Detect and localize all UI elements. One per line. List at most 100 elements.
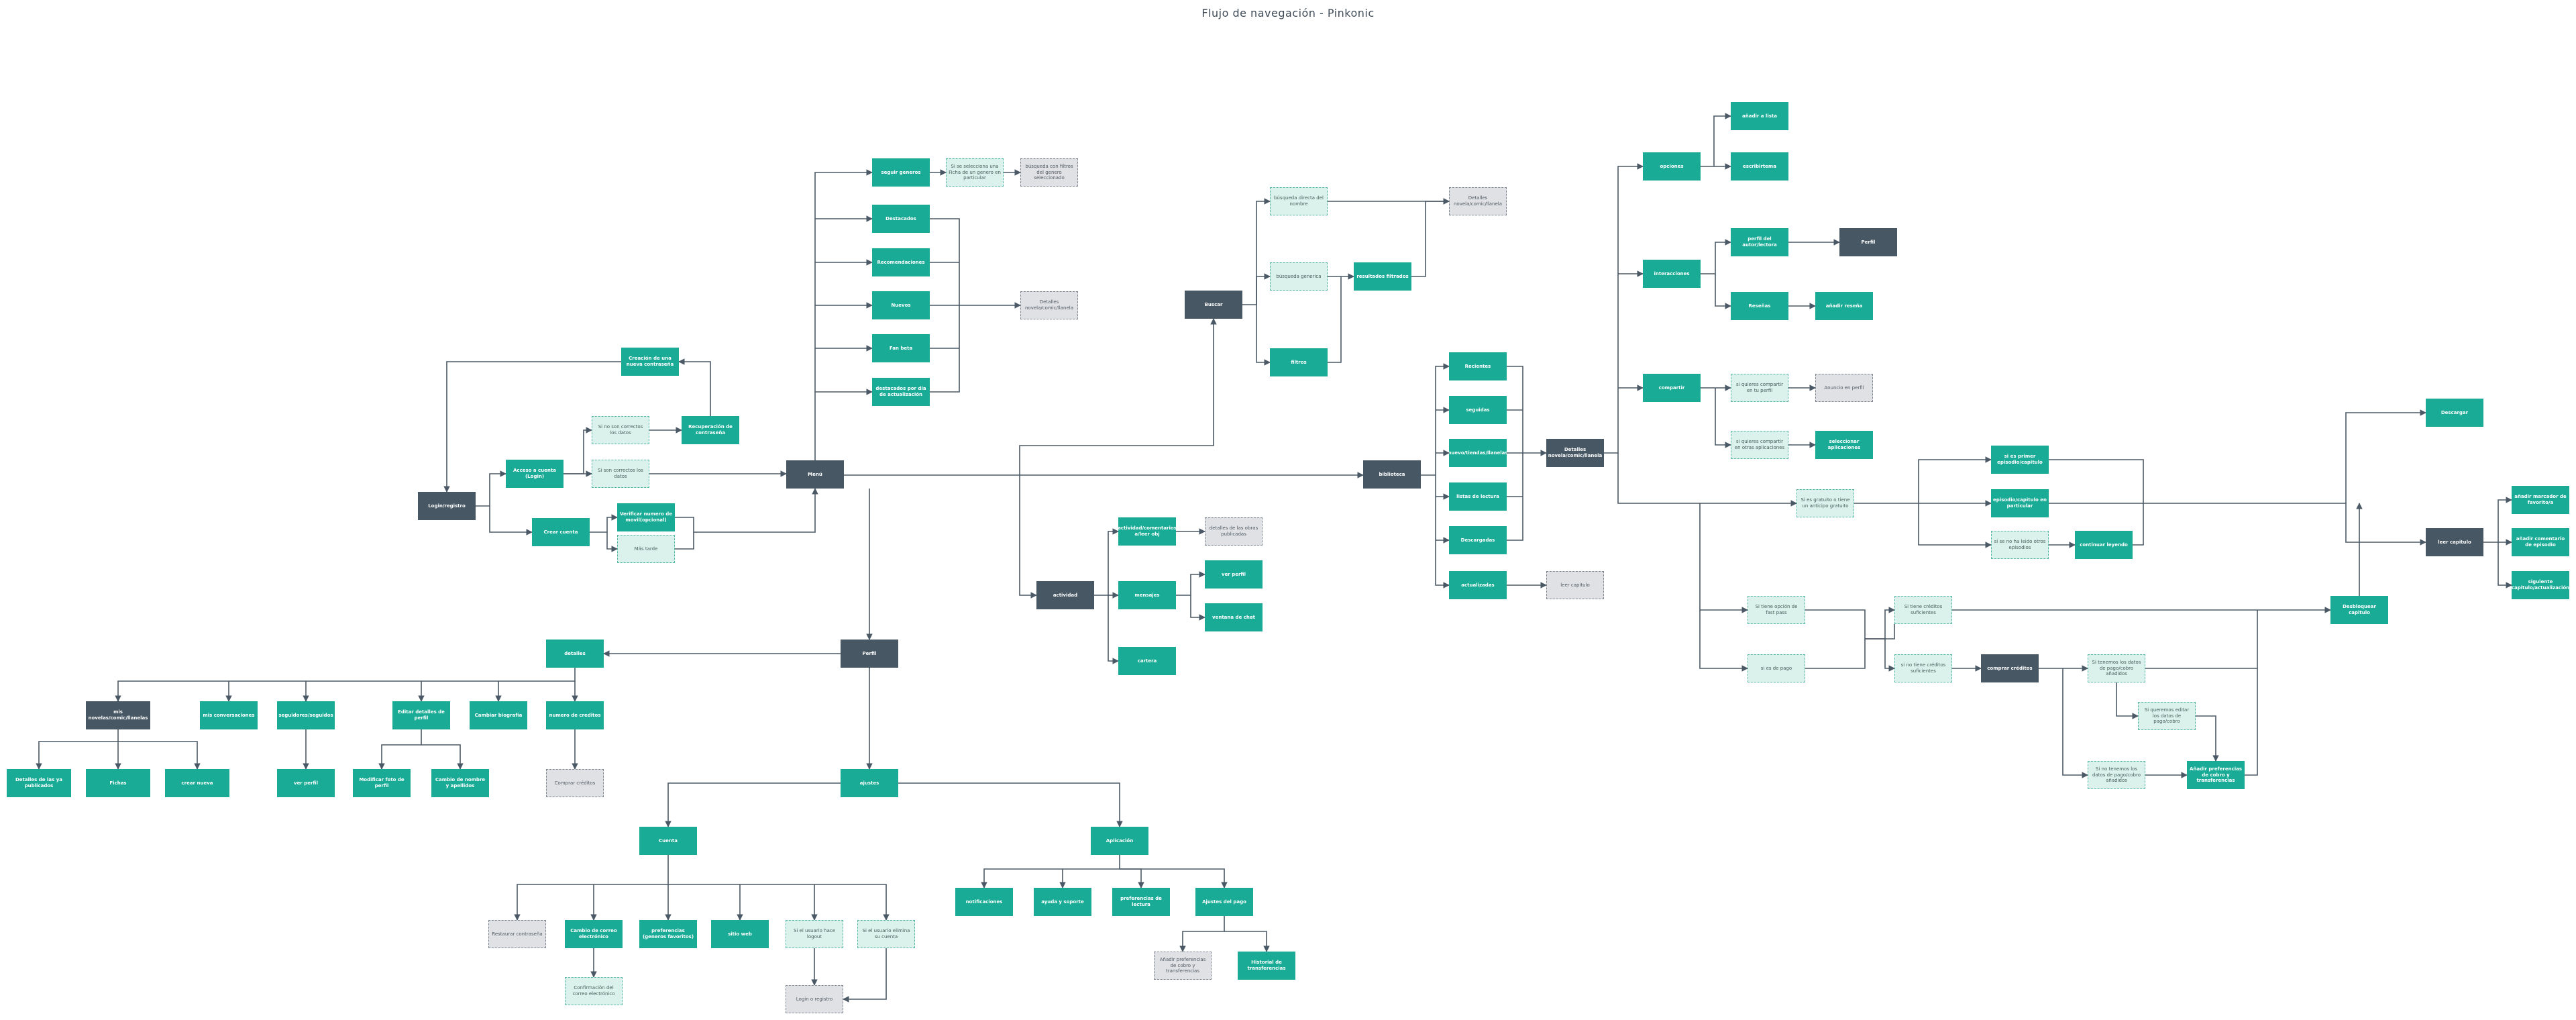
node-opciones[interactable]: opciones xyxy=(1643,152,1701,181)
connector-107 xyxy=(421,744,464,770)
node-ajustes[interactable]: ajustes xyxy=(841,769,898,797)
node-mensajes[interactable]: mensajes xyxy=(1118,581,1176,609)
node-recomendaciones[interactable]: Recomendaciones xyxy=(872,248,930,276)
connector-68 xyxy=(2345,409,2426,503)
connector-74 xyxy=(1805,609,1895,640)
node-login-registro[interactable]: Login/registro xyxy=(418,492,476,520)
connector-92 xyxy=(1176,571,1205,596)
node-crear-nueva[interactable]: crear nueva xyxy=(165,769,229,797)
node-interacciones[interactable]: interacciones xyxy=(1643,260,1701,288)
connector-124 xyxy=(1179,916,1225,952)
node-cartera[interactable]: cartera xyxy=(1118,647,1176,675)
connector-62 xyxy=(1918,456,1992,503)
node-preferencias-lectura[interactable]: preferencias de lectura xyxy=(1112,888,1170,916)
node-verificar-movil[interactable]: Verificar numero de movil(opcional) xyxy=(617,503,675,531)
node-si-editar-datos: Si queremos editar los datos de pago/cob… xyxy=(2138,702,2196,730)
node-preferencias-generos[interactable]: preferencias (generos favoritos) xyxy=(639,920,697,948)
node-numero-creditos[interactable]: numero de creditos xyxy=(546,701,604,729)
connector-109 xyxy=(665,782,841,827)
node-cambiar-biografia[interactable]: Cambiar biografía xyxy=(470,701,527,729)
node-anadir-comentario[interactable]: añadir comentario de episodio xyxy=(2512,528,2569,556)
node-cambio-correo[interactable]: Cambio de correo electrónico xyxy=(565,920,623,948)
connector-47 xyxy=(1604,163,1644,454)
node-compartir[interactable]: compartir xyxy=(1643,374,1701,402)
connector-0 xyxy=(476,470,506,507)
connector-30 xyxy=(1256,273,1271,305)
node-anuncio-perfil: Anuncio en perfil xyxy=(1815,374,1873,402)
node-si-selecciona-genero: Si se selecciona una Ficha de un genero … xyxy=(946,158,1004,187)
node-anadir-preferencias-cobro[interactable]: Añadir preferencias de cobro y transfere… xyxy=(2187,761,2245,789)
node-seguir-generos[interactable]: seguir generos xyxy=(872,158,930,187)
node-perfil-autor[interactable]: perfil del autor/lectora xyxy=(1731,228,1788,256)
node-ajustes-pago[interactable]: Ajustes del pago xyxy=(1195,888,1253,916)
node-crear-cuenta[interactable]: Crear cuenta xyxy=(532,518,590,546)
node-destacados-dia[interactable]: destacados por día de actualización xyxy=(872,378,930,406)
node-seguidores[interactable]: seguidores/seguidos xyxy=(277,701,335,729)
node-ventana-chat[interactable]: ventana de chat xyxy=(1205,603,1263,631)
node-siguiente-capitulo[interactable]: siguiente capitulo/actualización xyxy=(2512,571,2569,599)
node-anadir-marcador[interactable]: añadir marcador de favorito/a xyxy=(2512,486,2569,514)
node-si-fast-pass: Si tiene opción de fast pass xyxy=(1748,596,1805,624)
connector-86 xyxy=(2245,668,2258,776)
node-notificaciones[interactable]: notificaciones xyxy=(955,888,1013,916)
node-seleccionar-apps[interactable]: seleccionar aplicaciones xyxy=(1815,431,1873,459)
node-perfil-autor-destino[interactable]: Perfil xyxy=(1839,228,1897,256)
node-editar-detalles-perfil[interactable]: Editar detalles de perfil xyxy=(392,701,450,729)
connector-35 xyxy=(1411,198,1450,277)
node-comprar-creditos[interactable]: comprar créditos xyxy=(1981,654,2039,682)
node-anadir-resena[interactable]: añadir reseña xyxy=(1815,292,1873,320)
node-recientes[interactable]: Recientes xyxy=(1449,352,1507,380)
node-escribirtema[interactable]: escribirtema xyxy=(1731,152,1788,181)
node-crear-contrasena[interactable]: Creación de una nueva contraseña xyxy=(621,348,679,376)
node-detalles-obra-main[interactable]: Detalles novela/comic/llanela xyxy=(1546,439,1604,467)
node-descargar[interactable]: Descargar xyxy=(2426,399,2483,427)
node-acceso-cuenta[interactable]: Acceso a cuenta (Login) xyxy=(506,460,564,488)
node-actividad-comentarios[interactable]: actividad/comentarios a/leer obj xyxy=(1118,517,1176,546)
node-fan-beta[interactable]: Fan beta xyxy=(872,334,930,362)
node-detalles-publicados[interactable]: Detalles de las ya publicados xyxy=(7,769,71,797)
node-ver-perfil-seguidores[interactable]: ver perfil xyxy=(277,769,335,797)
node-leer-capitulo[interactable]: leer capitulo xyxy=(2426,528,2483,556)
connector-67 xyxy=(2133,503,2144,546)
node-mis-novelas[interactable]: mis novelas/comic/llanelas xyxy=(86,701,150,729)
node-seguidas[interactable]: seguidas xyxy=(1449,396,1507,424)
node-nuevos[interactable]: Nuevos xyxy=(872,291,930,319)
node-fichas[interactable]: Fichas xyxy=(86,769,150,797)
node-desbloquear-capitulo[interactable]: Desbloquear capitulo xyxy=(2330,596,2388,624)
node-ver-perfil-mensajes[interactable]: ver perfil xyxy=(1205,560,1263,589)
node-historial-transferencias[interactable]: Historial de transferencias xyxy=(1238,952,1295,980)
node-destacados[interactable]: Destacados xyxy=(872,205,930,233)
node-resultados-filtrados[interactable]: resultados filtrados xyxy=(1354,262,1411,291)
node-descargadas[interactable]: Descargadas xyxy=(1449,526,1507,554)
node-primer-capitulo[interactable]: si es primer episodio/capitulo xyxy=(1991,446,2049,474)
node-modificar-foto[interactable]: Modificar foto de perfil xyxy=(353,769,411,797)
node-perfil[interactable]: Perfil xyxy=(841,640,898,668)
connector-76 xyxy=(1865,607,1895,640)
node-cuenta[interactable]: Cuenta xyxy=(639,827,697,855)
node-resenas[interactable]: Reseñas xyxy=(1731,292,1788,320)
node-aplicacion[interactable]: Aplicación xyxy=(1091,827,1148,855)
node-detalles-obra-1: Detalles novela/comic/llanela xyxy=(1020,291,1078,319)
node-listas-lectura[interactable]: listas de lectura xyxy=(1449,482,1507,511)
node-nuevo-tiendas[interactable]: nuevo/tiendas/llanelas xyxy=(1449,439,1507,467)
node-cambio-nombre[interactable]: Cambio de nombre y apellidos xyxy=(431,769,489,797)
node-continuar-leyendo[interactable]: continuar leyendo xyxy=(2075,531,2133,559)
node-menu[interactable]: Menú xyxy=(786,460,844,489)
node-anadir-a-lista[interactable]: añadir a lista xyxy=(1731,102,1788,130)
connector-2 xyxy=(564,427,592,474)
connector-82 xyxy=(2145,610,2258,669)
node-mis-conversaciones[interactable]: mis conversaciones xyxy=(200,701,258,729)
node-filtros[interactable]: filtros xyxy=(1270,348,1328,376)
node-recuperacion-contrasena[interactable]: Recuperación de contraseña xyxy=(682,416,739,444)
node-actividad[interactable]: actividad xyxy=(1036,581,1094,609)
node-actualizadas[interactable]: actualizadas xyxy=(1449,571,1507,599)
node-detalles-perfil[interactable]: detalles xyxy=(546,640,604,668)
node-episodio-particular[interactable]: episodio/capitulo en particular xyxy=(1991,489,2049,517)
node-si-compartir-apps: si quieres compartir en otras aplicacion… xyxy=(1731,431,1788,459)
connector-119 xyxy=(843,948,887,1003)
node-biblioteca[interactable]: biblioteca xyxy=(1363,460,1421,489)
node-buscar[interactable]: Buscar xyxy=(1185,291,1242,319)
node-ayuda-soporte[interactable]: ayuda y soporte xyxy=(1034,888,1091,916)
node-sitio-web[interactable]: sitio web xyxy=(711,920,769,948)
connector-41 xyxy=(1435,475,1450,589)
